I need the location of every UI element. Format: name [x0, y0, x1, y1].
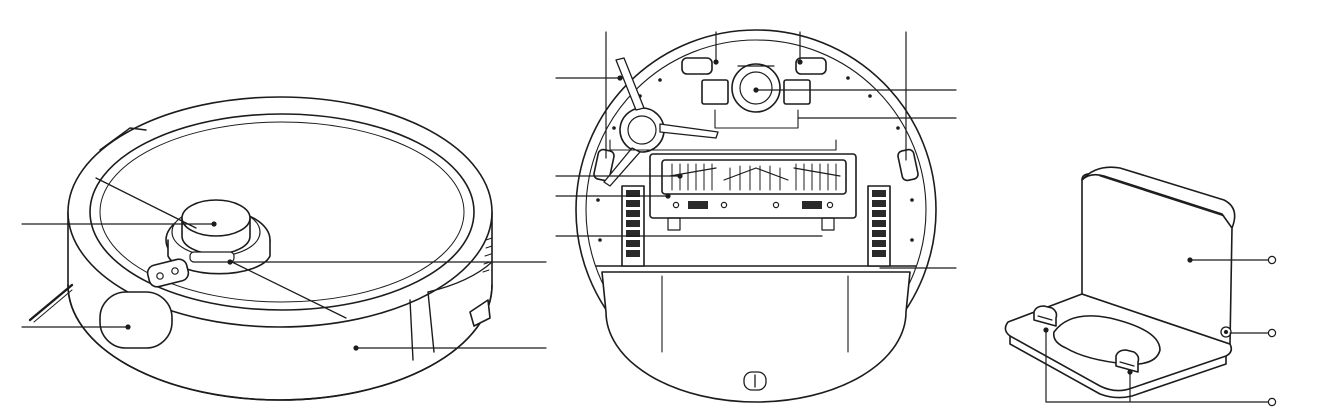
- dock-base-edge: [1009, 335, 1227, 399]
- callout-dock-body: [1187, 255, 1277, 265]
- button-dot-right: [171, 267, 179, 275]
- robot-top-panel: [89, 113, 475, 311]
- callout-brush-cover: [555, 193, 671, 199]
- cliff-sensor-top-left: [681, 57, 713, 75]
- cliff-sensor-top-right: [795, 57, 827, 75]
- callout-main-brush: [555, 173, 683, 179]
- button-panel: [146, 258, 190, 288]
- callout-sensor-window: [21, 324, 131, 330]
- robot-side-vents: [482, 237, 493, 273]
- side-brush-arm-up: [615, 57, 645, 111]
- cliff-sensor-left: [593, 148, 615, 182]
- callout-bumper: [353, 345, 547, 351]
- dock-contact-right: [1115, 349, 1140, 373]
- side-brush-bristle: [28, 283, 74, 322]
- side-brush-arm-right: [659, 123, 719, 139]
- charging-contact-left: [701, 79, 729, 105]
- contact-bracket: [714, 109, 799, 129]
- callout-omni-wheel: [753, 87, 957, 93]
- dustbin: [601, 271, 911, 403]
- side-brush-hub: [619, 107, 665, 153]
- robot-vacuum-bottom-icon: [575, 29, 937, 403]
- callout-lds-window: [227, 259, 547, 265]
- robot-bumper-curve: [427, 261, 493, 293]
- robot-wheel-right: [469, 299, 491, 327]
- cover-line-right: [231, 261, 347, 319]
- callout-lds: [21, 221, 217, 227]
- dock-tower-top: [1081, 166, 1236, 229]
- main-brush-bristles: [671, 163, 837, 191]
- robot-top-callouts: [21, 221, 547, 351]
- robot-vacuum-top-icon: [28, 96, 493, 401]
- callout-cliff-top-left: [713, 31, 719, 65]
- wheel-right: [867, 185, 891, 267]
- charging-dock-icon: [1004, 166, 1236, 399]
- button-dot-left: [156, 272, 164, 280]
- front-sensor-window: [99, 291, 173, 349]
- lds-cap: [181, 199, 251, 237]
- cover-line-left: [95, 177, 197, 229]
- main-brush: [661, 159, 847, 195]
- brush-bracket: [609, 139, 837, 151]
- robot-top-panel-inner: [99, 121, 465, 303]
- lds-window: [189, 251, 235, 263]
- callout-dock-power-port: [1229, 328, 1277, 338]
- callout-dock-contacts: [1043, 327, 1277, 407]
- cliff-sensor-right: [897, 148, 919, 182]
- charging-contact-right: [783, 79, 811, 105]
- callout-cliff-top-right: [797, 31, 803, 65]
- robot-bottom-callouts: [555, 31, 957, 269]
- rim-dots: [596, 76, 914, 242]
- dock-contact-left: [1033, 305, 1058, 327]
- robot-body-bottom-edge: [67, 284, 493, 401]
- robot-bumper-seam: [99, 127, 147, 151]
- main-brush-chevrons: [669, 167, 841, 181]
- charging-dock-callouts: [1043, 255, 1277, 407]
- wheel-left: [621, 185, 645, 267]
- robot-front-bumper: [409, 291, 435, 361]
- callout-side-brush: [555, 75, 623, 81]
